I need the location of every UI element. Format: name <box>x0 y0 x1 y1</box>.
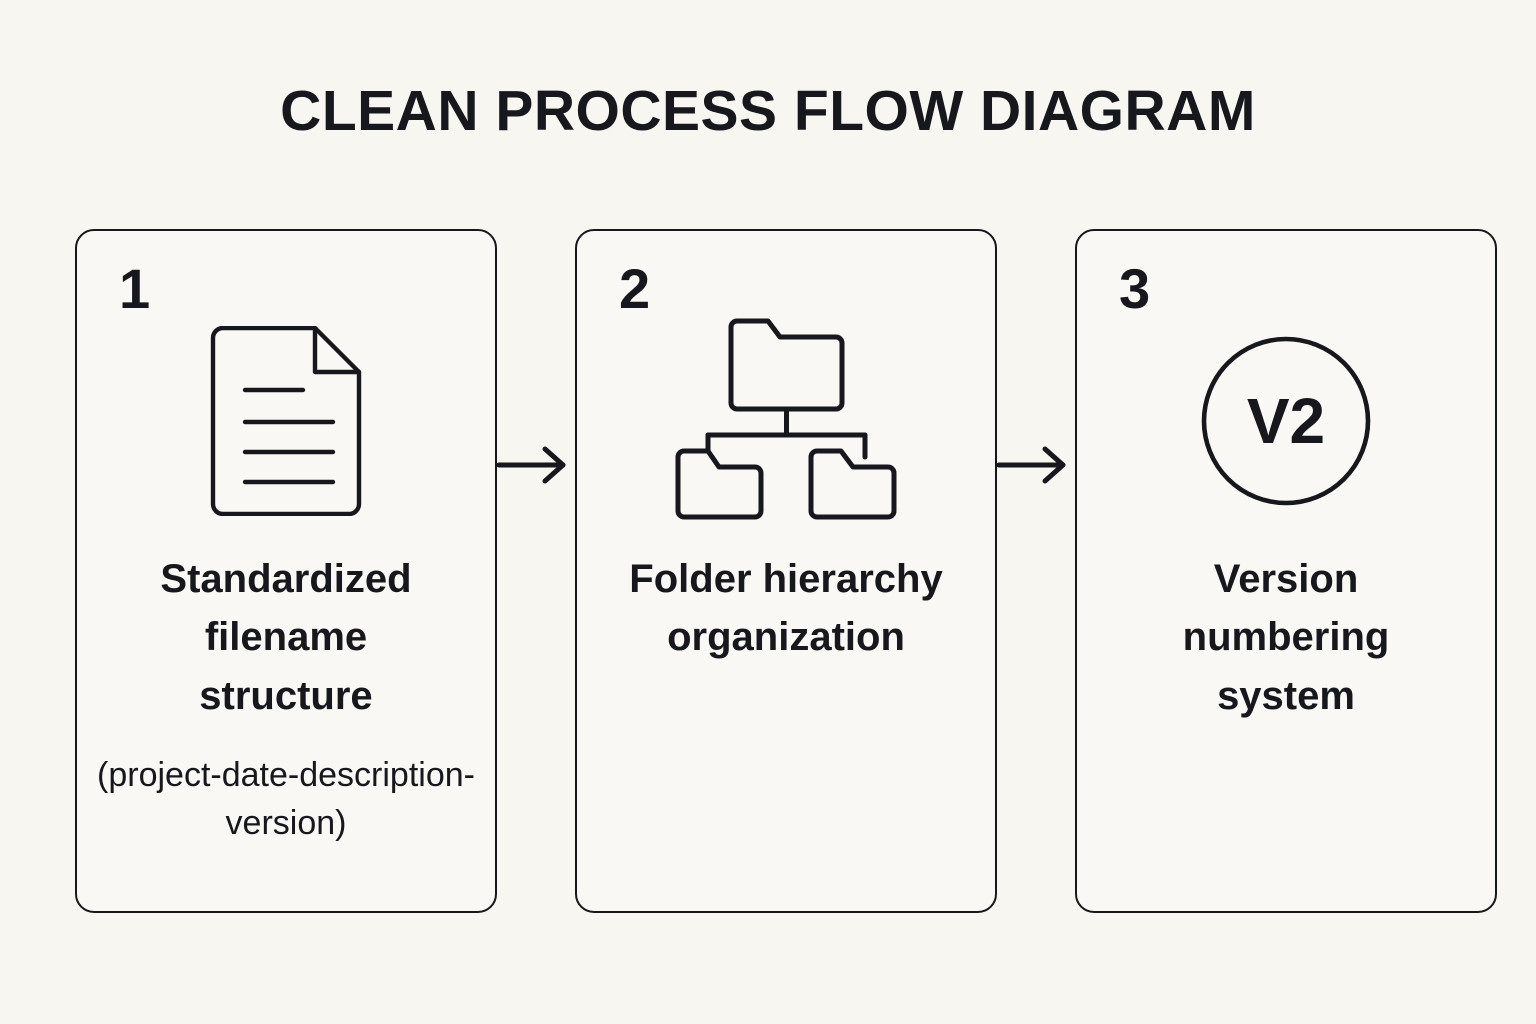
step-number-2: 2 <box>619 257 651 320</box>
version-badge-label: V2 <box>1247 385 1325 457</box>
step-number-1: 1 <box>119 257 151 320</box>
arrow-right-icon <box>497 446 566 484</box>
process-step-card-2[interactable]: 2 Folder hierarchy organization <box>575 229 997 913</box>
document-icon <box>203 313 369 528</box>
process-step-card-1[interactable]: 1 Standardized filename structure (proje… <box>75 229 497 913</box>
step-title-1: Standardized filename structure <box>160 557 412 718</box>
arrow-right-icon <box>997 446 1066 484</box>
step-subtitle-1: (project-date-description-version) <box>97 756 475 843</box>
process-flow-row: 1 Standardized filename structure (proje… <box>75 229 1497 913</box>
process-step-card-3[interactable]: 3 V2 Version numbering system <box>1075 229 1497 913</box>
step-number-3: 3 <box>1119 257 1151 320</box>
page-title: CLEAN PROCESS FLOW DIAGRAM <box>280 79 1256 143</box>
version-badge-icon: V2 <box>1200 313 1372 528</box>
step-title-3: Version numbering system <box>1182 557 1390 718</box>
step-title-2: Folder hierarchy organization <box>629 557 943 660</box>
connector-2-to-3 <box>997 229 1075 913</box>
connector-1-to-2 <box>497 229 575 913</box>
folder-hierarchy-icon <box>672 313 900 528</box>
